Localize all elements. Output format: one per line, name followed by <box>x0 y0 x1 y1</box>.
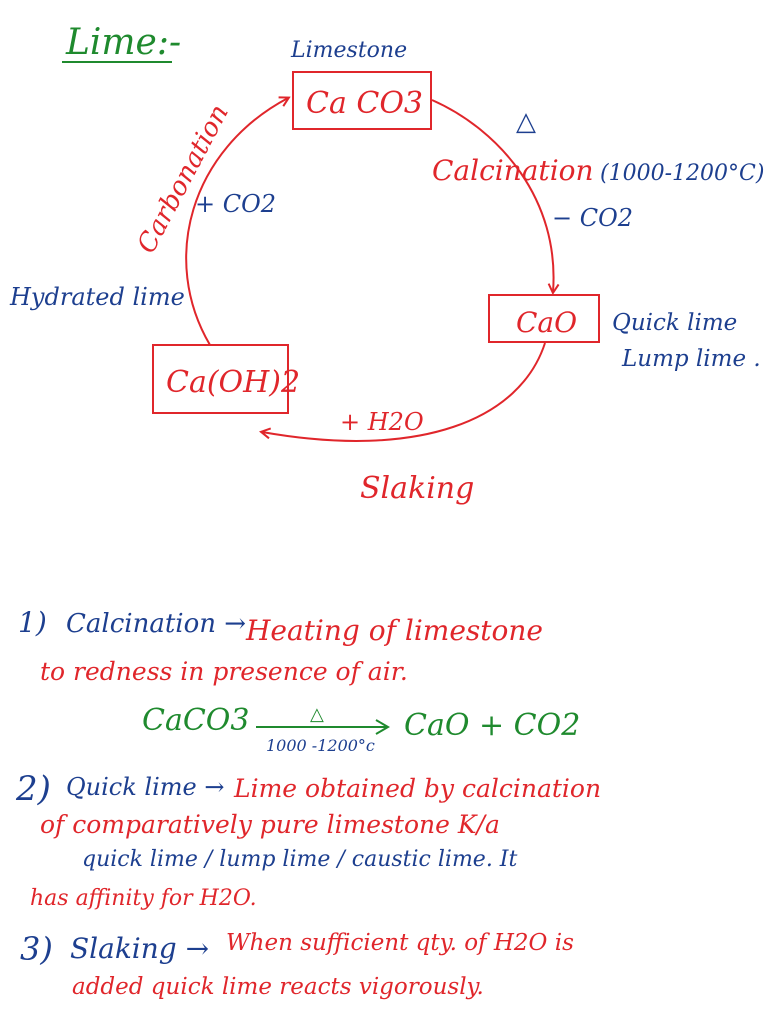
plus-co2: + CO2 <box>195 190 276 218</box>
caco3-formula: Ca CO3 <box>306 86 423 121</box>
caoh2-formula: Ca(OH)2 <box>166 365 300 400</box>
calcination-temperature: (1000-1200°C) <box>600 161 764 186</box>
equation-reactant: CaCO3 <box>142 703 249 738</box>
note-3-number: 3) <box>20 930 53 968</box>
heat-symbol: △ <box>516 107 536 137</box>
page-title: Lime:- <box>65 22 181 63</box>
quick-lime-label: Quick lime <box>612 310 737 336</box>
note-2-definition-line-4: has affinity for H2O. <box>30 886 257 911</box>
cao-box <box>488 294 600 343</box>
minus-co2: − CO2 <box>552 204 633 232</box>
note-3-definition-line-1: When sufficient qty. of H2O is <box>226 930 574 956</box>
note-3-term: Slaking → <box>70 932 209 965</box>
plus-h2o: + H2O <box>340 408 424 436</box>
caoh2-box <box>152 344 289 414</box>
note-2-definition-line-2: of comparatively pure limestone K/a <box>40 810 500 839</box>
limestone-label: Limestone <box>290 38 407 63</box>
slaking-label: Slaking <box>360 471 474 506</box>
calcination-arrow <box>431 99 554 292</box>
equation-arrowhead <box>375 719 390 735</box>
caco3-box <box>292 71 432 130</box>
equation-temperature: 1000 -1200°c <box>266 736 375 755</box>
equation-products: CaO + CO2 <box>404 708 580 743</box>
note-1-number: 1) <box>18 606 47 639</box>
calcination-label: Calcination <box>432 154 594 187</box>
lump-lime-label: Lump lime . <box>621 346 761 372</box>
carbonation-label: Carbonation <box>132 100 235 258</box>
note-2-term: Quick lime → <box>66 773 224 801</box>
note-3-definition-line-2: added quick lime reacts vigorously. <box>72 974 484 1000</box>
note-1-term: Calcination → <box>66 609 246 639</box>
note-1-definition-line-1: Heating of limestone <box>245 614 543 647</box>
hydrated-lime-label: Hydrated lime <box>9 283 185 311</box>
note-1-definition-line-2: to redness in presence of air. <box>40 657 408 686</box>
carbonation-arrow <box>185 98 288 346</box>
note-2-number: 2) <box>15 769 51 809</box>
equation-delta: △ <box>310 704 324 725</box>
slaking-arrow <box>262 342 546 442</box>
note-2-definition-line-3: quick lime / lump lime / caustic lime. I… <box>82 847 517 872</box>
cao-formula: CaO <box>516 306 577 339</box>
note-2-definition-line-1: Lime obtained by calcination <box>233 774 601 803</box>
